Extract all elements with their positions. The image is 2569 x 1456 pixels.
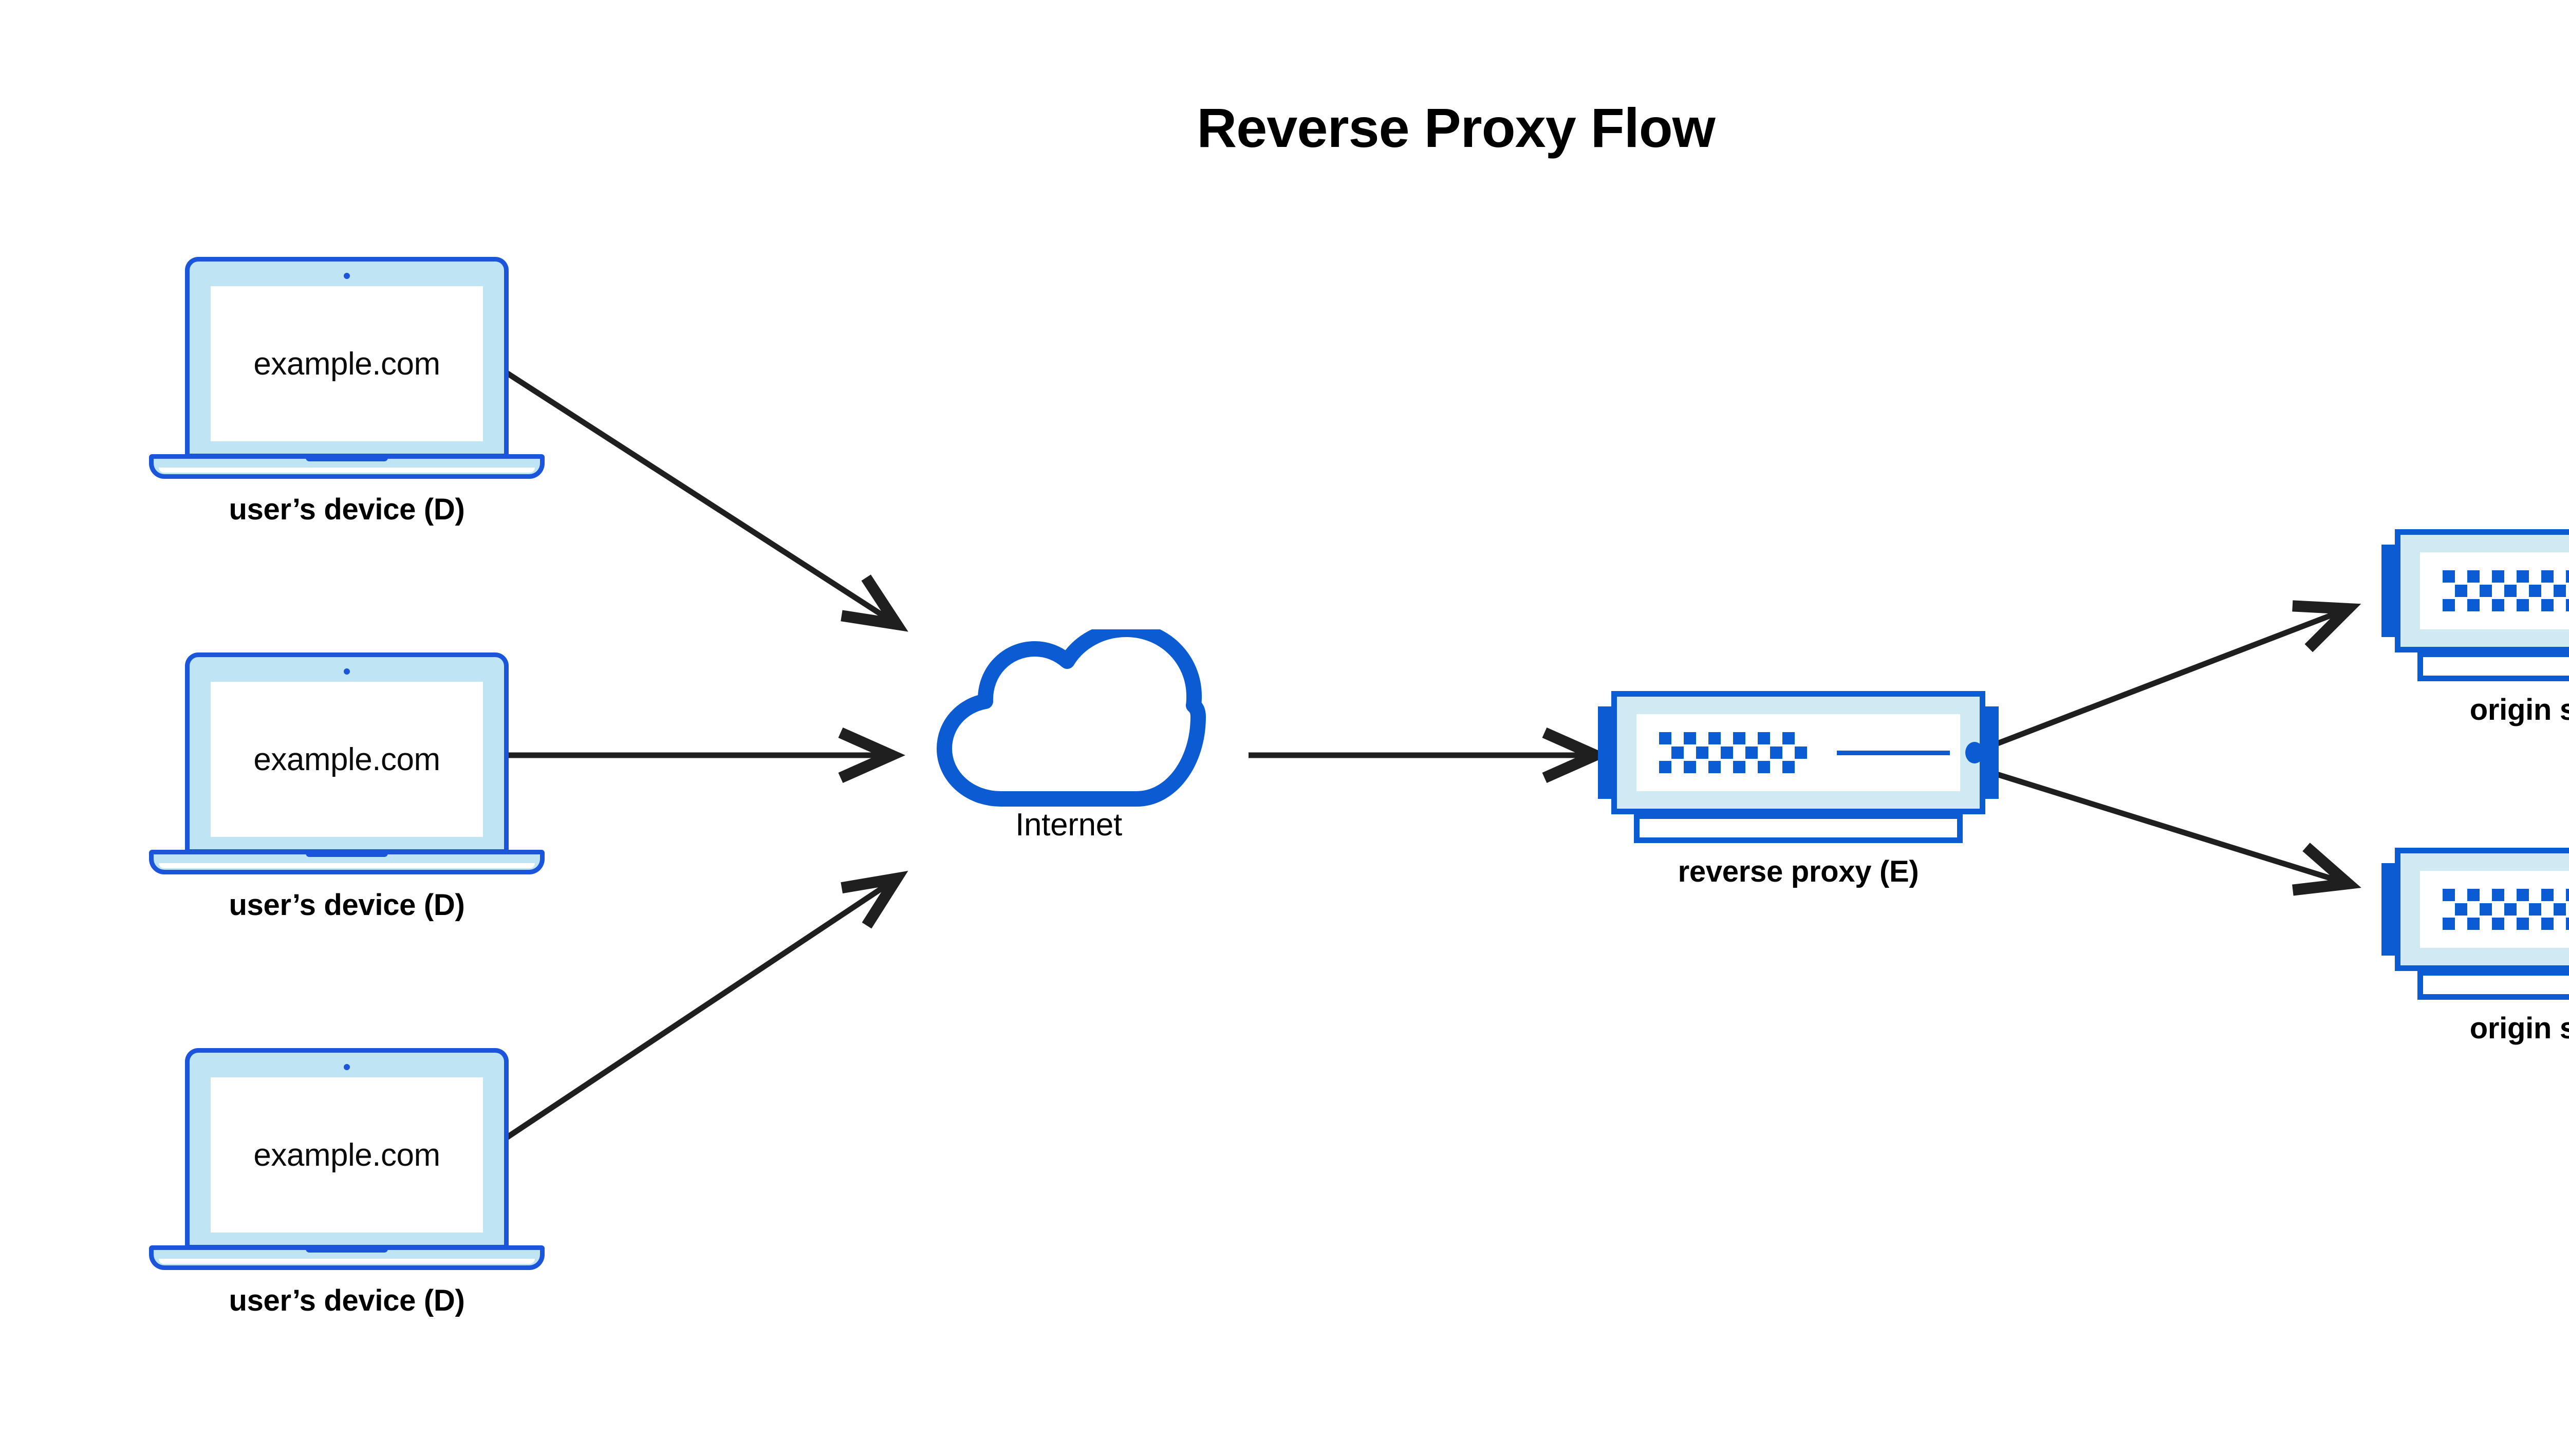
camera-icon — [344, 1064, 350, 1070]
client-device-1-label: user’s device (D) — [229, 493, 465, 526]
reverse-proxy-label: reverse proxy (E) — [1678, 855, 1919, 888]
server-stand — [2417, 970, 2569, 1000]
laptop-base-strip — [159, 1259, 535, 1264]
reverse-proxy-node[interactable]: reverse proxy (E) — [1598, 691, 1999, 888]
laptop-base-strip — [159, 863, 535, 868]
server-vent-dots — [2443, 570, 2569, 611]
client-device-3-label: user’s device (D) — [229, 1284, 465, 1317]
edge-device3-to-internet — [504, 871, 908, 1141]
origin-server-2-node[interactable]: origin server (F) — [2381, 848, 2569, 1045]
laptop-screen: example.com — [211, 1077, 483, 1233]
client-device-3[interactable]: example.com user’s device (D) — [149, 1048, 545, 1317]
client-device-2-label: user’s device (D) — [229, 888, 465, 922]
edge-proxy-to-origin2 — [1993, 770, 2361, 896]
server-body — [2395, 848, 2569, 971]
laptop-screen: example.com — [211, 682, 483, 837]
server-stand — [2417, 651, 2569, 681]
origin-server-2-label: origin server (F) — [2469, 1012, 2569, 1045]
server-status-light — [1965, 742, 1984, 763]
laptop-lid: example.com — [185, 652, 509, 854]
laptop-notch — [306, 850, 388, 857]
page-title: Reverse Proxy Flow — [1197, 97, 1715, 159]
laptop-base-strip — [159, 468, 535, 473]
screen-url-text: example.com — [253, 741, 440, 777]
server-stand — [1634, 813, 1963, 843]
server-status-line — [1837, 751, 1950, 755]
cloud-icon — [937, 629, 1206, 807]
server-body — [1611, 691, 1985, 814]
server-vent-dots — [1659, 732, 1813, 773]
server-vent-dots — [2443, 889, 2569, 930]
origin-server-1-node[interactable]: origin server (F) — [2381, 529, 2569, 726]
laptop-notch — [306, 454, 388, 461]
server-panel — [2420, 552, 2569, 629]
camera-icon — [344, 668, 350, 675]
laptop-lid: example.com — [185, 257, 509, 458]
screen-url-text: example.com — [253, 1137, 440, 1173]
laptop-lid: example.com — [185, 1048, 509, 1249]
server-panel — [1636, 714, 1984, 791]
screen-url-text: example.com — [253, 346, 440, 382]
edge-proxy-to-origin1 — [1993, 600, 2361, 748]
internet-label: Internet — [1015, 807, 1122, 843]
laptop-notch — [306, 1245, 388, 1253]
server-panel — [2420, 871, 2569, 948]
origin-server-1-label: origin server (F) — [2469, 693, 2569, 726]
edge-device1-to-internet — [505, 370, 908, 632]
camera-icon — [344, 273, 350, 279]
client-device-1[interactable]: example.com user’s device (D) — [149, 257, 545, 526]
server-body — [2395, 529, 2569, 652]
laptop-screen: example.com — [211, 286, 483, 441]
internet-node[interactable]: Internet — [925, 629, 1213, 843]
client-device-2[interactable]: example.com user’s device (D) — [149, 652, 545, 922]
